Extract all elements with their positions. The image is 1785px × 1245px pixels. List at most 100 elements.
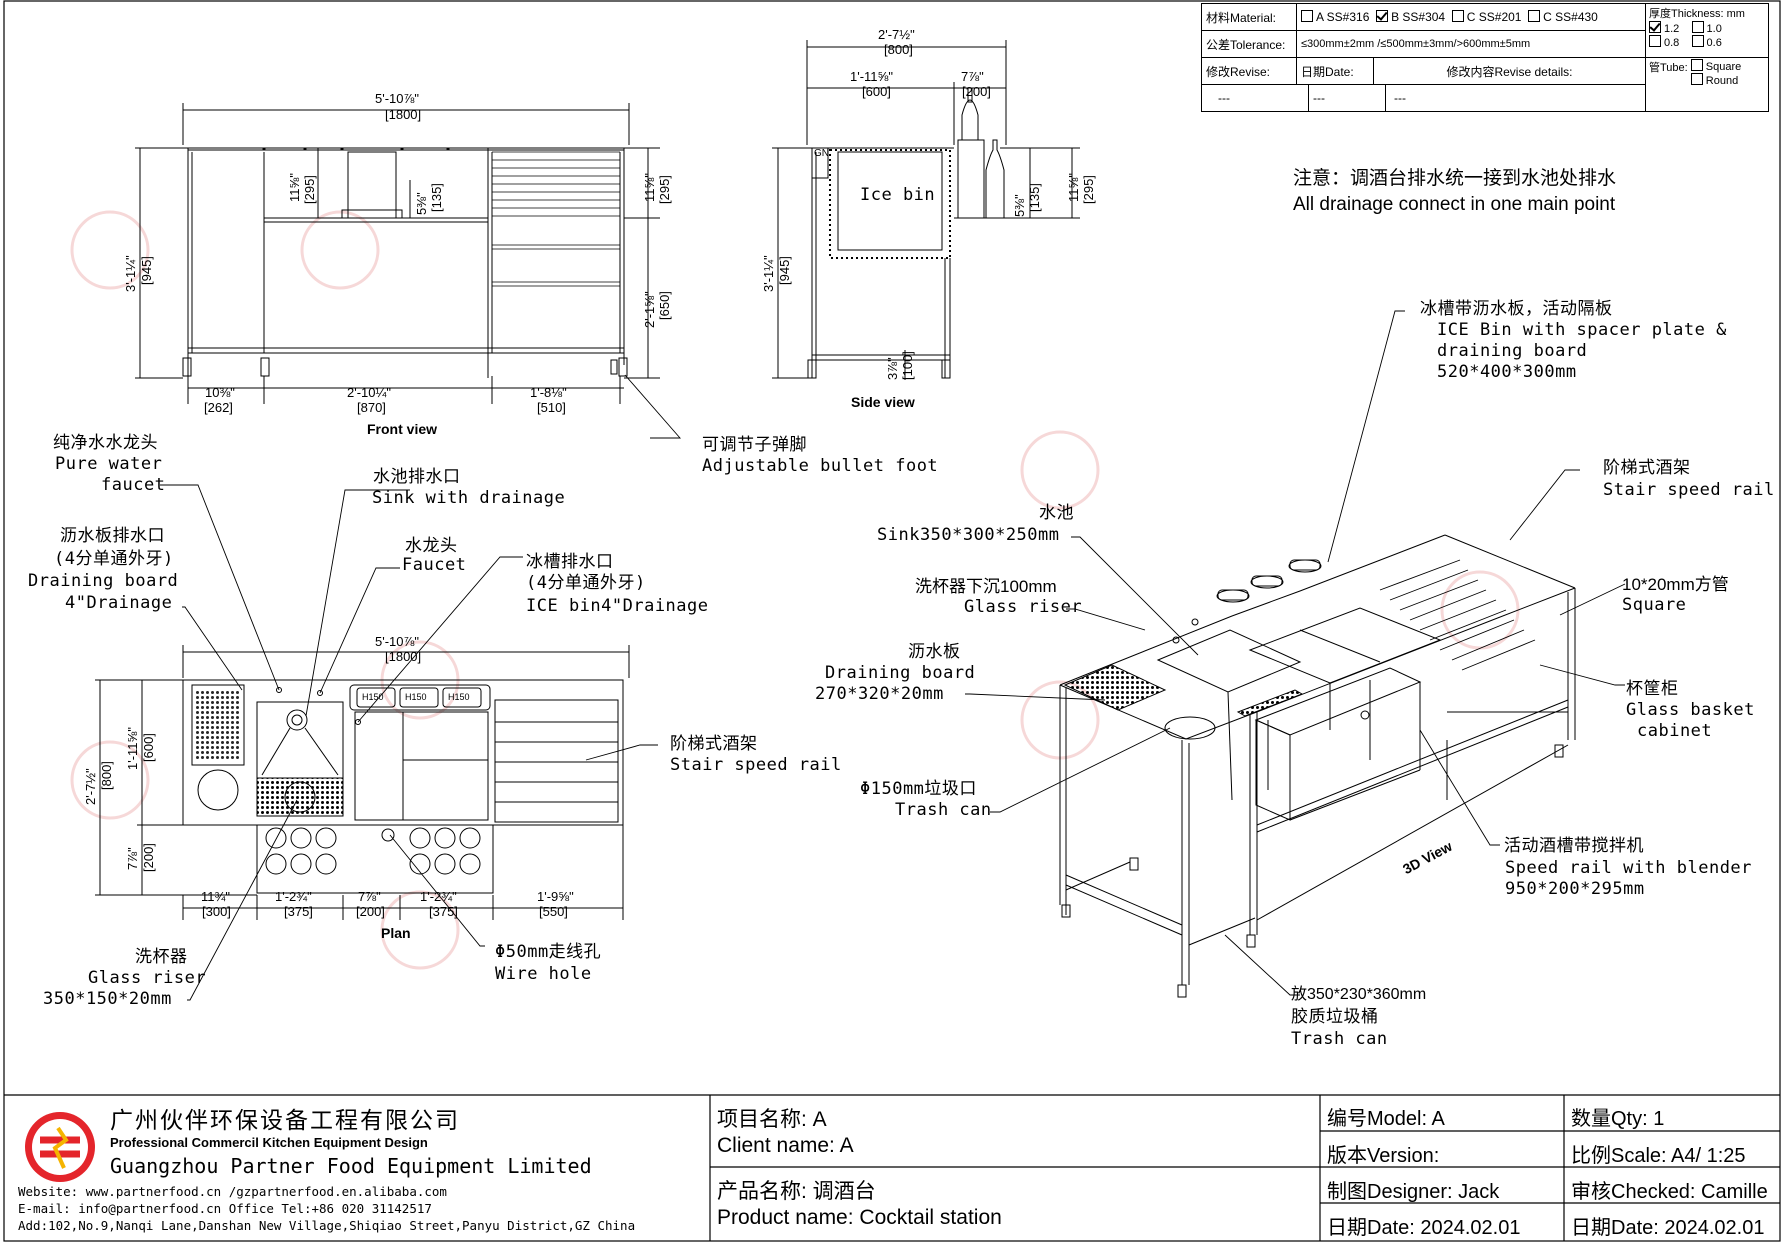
drain-board-cn2: (4分单通外牙) <box>54 549 174 569</box>
checkbox-checked-icon[interactable] <box>1376 10 1389 22</box>
checkbox-icon[interactable] <box>1451 10 1464 22</box>
square-cn: 10*20mm方管 <box>1622 575 1729 594</box>
side-bin-width: 1'-11⅝" <box>850 69 893 84</box>
thickness-option[interactable]: 1.2 <box>1649 21 1680 35</box>
stair-rail-en: Stair speed rail <box>670 755 842 775</box>
plan-seg1: 11¾" <box>201 889 230 904</box>
front-right-lower-mm: [650] <box>657 291 672 320</box>
tube-option-label: Square <box>1705 61 1742 73</box>
plan-overall-width-mm: [1800] <box>385 649 422 664</box>
pure-water-en1: Pure water <box>55 454 163 474</box>
plan-front-depth: 7⅞" <box>125 847 140 870</box>
revise-value: --- <box>1202 85 1309 111</box>
revise-value-row: --- --- --- <box>1201 84 1646 112</box>
thickness-label: 厚度Thickness: mm <box>1649 8 1745 20</box>
thickness-option[interactable]: 1.0 <box>1691 21 1722 35</box>
material-option[interactable]: C SS#201 <box>1451 10 1521 24</box>
front-view-drawing <box>135 103 660 404</box>
material-option-label: C SS#430 <box>1543 10 1598 24</box>
checkbox-icon[interactable] <box>1301 10 1313 22</box>
sink-cn: 水池 <box>1039 503 1074 523</box>
front-overall-width: 5'-10⅞" <box>375 91 419 106</box>
plan-seg4: 1'-2¾" <box>420 889 457 904</box>
side-rail-width-mm: [200] <box>962 84 991 99</box>
side-height: 3'-1¼" <box>761 255 776 292</box>
checkbox-icon[interactable] <box>1690 73 1703 85</box>
side-rail-depth-mm: [135] <box>1027 183 1042 212</box>
revise-row: 修改Revise: 日期Date: 修改内容Revise details: <box>1201 57 1646 85</box>
company-website[interactable]: Website: www.partnerfood.cn /gzpartnerfo… <box>18 1184 447 1199</box>
front-bottom-left: 10⅜" <box>205 385 235 400</box>
checkbox-icon[interactable] <box>1691 35 1704 47</box>
material-option[interactable]: B SS#304 <box>1376 10 1445 24</box>
ice-bin-en1: ICE Bin with spacer plate & <box>1437 320 1727 340</box>
front-upper-height-mm: [295] <box>302 175 317 204</box>
board-size: 270*320*20mm <box>815 684 944 704</box>
ice-bin-en2: draining board <box>1437 341 1588 361</box>
sheet-border <box>3 0 1781 1242</box>
ice-bin-label: Ice bin <box>860 185 936 205</box>
basket-en2: cabinet <box>1637 721 1713 741</box>
sink-drain-en: Sink with drainage <box>372 488 566 508</box>
ice-bin-cn: 冰槽带沥水板，活动隔板 <box>1420 299 1613 319</box>
checkbox-icon[interactable] <box>1690 59 1703 71</box>
bullet-foot-en: Adjustable bullet foot <box>702 456 939 476</box>
ice-drain-cn2: (4分单通外牙) <box>526 573 646 593</box>
company-email[interactable]: E-mail: info@partnerfood.cn Office Tel:+… <box>18 1201 432 1216</box>
front-bottom-right: 1'-8⅛" <box>530 385 567 400</box>
plan-seg5: 1'-9⅝" <box>537 889 574 904</box>
scale: 比例Scale: A4/ 1:25 <box>1571 1145 1746 1167</box>
material-option[interactable]: C SS#430 <box>1528 10 1598 24</box>
note-en: All drainage connect in one main point <box>1293 194 1616 215</box>
front-bottom-mid-mm: [870] <box>357 400 386 415</box>
date-checked: 日期Date: 2024.02.01 <box>1571 1217 1765 1239</box>
front-upper-height: 11⅝" <box>287 173 302 202</box>
thickness-option-label: 0.6 <box>1706 37 1722 49</box>
quantity: 数量Qty: 1 <box>1571 1108 1665 1130</box>
ice-drain-cn1: 冰槽排水口 <box>526 552 614 572</box>
checkbox-icon[interactable] <box>1691 21 1704 33</box>
tube-option[interactable]: Square <box>1690 59 1742 73</box>
checkbox-icon[interactable] <box>1649 35 1661 47</box>
material-options: A SS#316 B SS#304 C SS#201 C SS#430 <box>1296 3 1646 31</box>
3d-view-drawing <box>965 310 1626 998</box>
stair-cn: 阶梯式酒架 <box>1603 458 1691 478</box>
company-address: Add:102,No.9,Nanqi Lane,Danshan New Vill… <box>18 1218 636 1233</box>
side-overall: 2'-7½" <box>878 27 915 42</box>
version: 版本Version: <box>1327 1145 1440 1167</box>
company-name-en: Guangzhou Partner Food Equipment Limited <box>110 1154 592 1178</box>
trash-en: Trash can <box>895 800 992 820</box>
riser-cn: 洗杯器下沉100mm <box>915 577 1057 596</box>
model: 编号Model: A <box>1327 1108 1445 1130</box>
company-logo <box>25 1112 95 1182</box>
thickness-cell: 厚度Thickness: mm 1.2 1.0 0.8 0.6 <box>1645 3 1769 58</box>
plan-overall-width: 5'-10⅞" <box>375 634 419 649</box>
bin-cn1: 放350*230*360mm <box>1291 986 1427 1003</box>
tube-option[interactable]: Round <box>1690 73 1738 87</box>
insert-label: H150 <box>405 692 427 702</box>
side-bin-width-mm: [600] <box>862 84 891 99</box>
side-rail-depth: 5⅜" <box>1012 194 1027 217</box>
front-right-lower: 2'-1⅝" <box>642 291 657 328</box>
checkbox-checked-icon[interactable] <box>1649 21 1661 33</box>
checked-by: 审核Checked: Camille <box>1571 1181 1768 1203</box>
board-cn: 沥水板 <box>908 642 961 662</box>
material-option[interactable]: A SS#316 <box>1301 10 1369 24</box>
plan-seg2-mm: [375] <box>284 904 313 919</box>
thickness-option-label: 1.2 <box>1664 23 1680 35</box>
front-bottom-right-mm: [510] <box>537 400 566 415</box>
project-name: 项目名称: A <box>717 1108 827 1131</box>
company-tagline: Professional Commercil Kitchen Equipment… <box>110 1135 428 1150</box>
riser-en: Glass riser <box>964 597 1083 617</box>
designer: 制图Designer: Jack <box>1327 1181 1500 1203</box>
drain-board-en1: Draining board <box>28 571 179 591</box>
plan-view-label: Plan <box>381 925 411 941</box>
date-designed: 日期Date: 2024.02.01 <box>1327 1217 1521 1239</box>
plan-inner-depth-mm: [600] <box>141 733 156 762</box>
thickness-option[interactable]: 0.8 <box>1649 35 1679 49</box>
pure-water-en2: faucet <box>101 475 166 495</box>
thickness-option[interactable]: 0.6 <box>1691 35 1722 49</box>
checkbox-icon[interactable] <box>1528 10 1541 22</box>
